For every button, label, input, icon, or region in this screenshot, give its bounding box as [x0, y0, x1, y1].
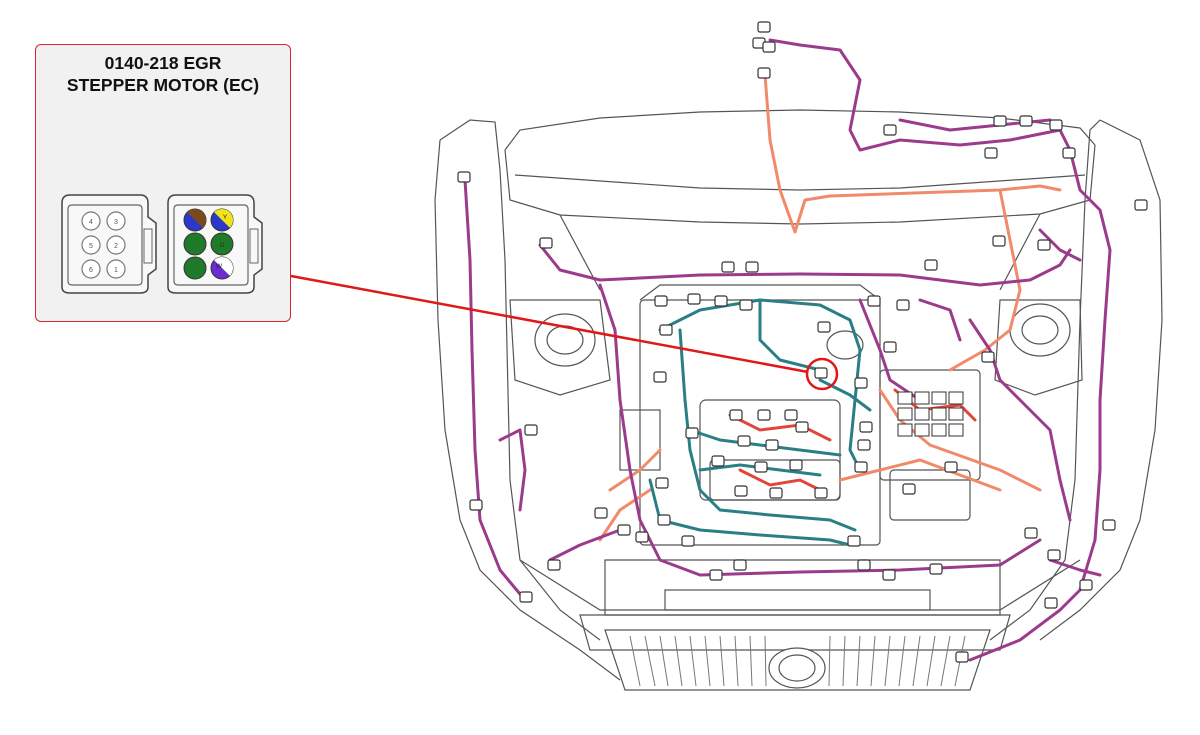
pin-1-white-half	[214, 256, 234, 276]
fuse-box-grid	[897, 391, 964, 437]
pin-2-color-label: G	[219, 242, 224, 249]
egr-connector-highlight[interactable]	[805, 357, 839, 391]
orange-harness	[598, 73, 1062, 542]
callout-title: 0140-218 EGR STEPPER MOTOR (EC)	[36, 52, 290, 96]
pin-6-green	[183, 256, 207, 280]
connector-callout-box: 0140-218 EGR STEPPER MOTOR (EC) 4 3 5 2 …	[35, 44, 291, 322]
pin-number-6: 6	[89, 267, 93, 274]
connector-wire-color-view: Y G W	[167, 194, 263, 294]
pin-number-4: 4	[89, 219, 93, 226]
pin-number-3: 3	[114, 219, 118, 226]
vehicle-body-outline	[434, 109, 1163, 691]
egr-connector-marker	[814, 367, 828, 379]
pin-4-brown-half	[187, 208, 207, 228]
pin-1-color-label: W	[216, 263, 223, 270]
pin-number-5: 5	[89, 243, 93, 250]
connector-pin-view: 4 3 5 2 6 1	[61, 194, 157, 294]
pin-2-green	[210, 232, 234, 256]
callout-title-line2: STEPPER MOTOR (EC)	[66, 75, 260, 95]
leader-line	[290, 274, 809, 374]
purple-harness	[463, 38, 1112, 662]
pin-5-green	[183, 232, 207, 256]
callout-title-line1: 0140-218 EGR	[104, 53, 222, 73]
teal-harness	[648, 298, 872, 547]
pin-3-yellow-half	[214, 208, 234, 228]
pin-3-color-label: Y	[223, 214, 228, 221]
pin-number-1: 1	[114, 267, 118, 274]
harness-connectors	[457, 21, 1148, 663]
pin-number-2: 2	[114, 243, 118, 250]
